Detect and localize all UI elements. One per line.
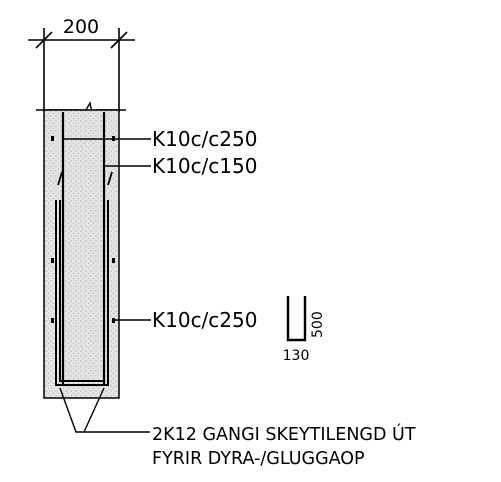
- leader-lines: [59, 138, 151, 433]
- label-rebar-top: K10c/c250: [152, 127, 257, 151]
- tie-hooks: [57, 171, 113, 186]
- label-rebar-lower: K10c/c250: [152, 308, 257, 332]
- label-rebar-bottom-line2: FYRIR DYRA-/GLUGGAOP: [152, 449, 365, 469]
- stirrup-shape-detail: [286, 296, 307, 342]
- label-rebar-bottom-line1: 2K12 GANGI SKEYTILENGD ÚT: [152, 423, 416, 445]
- stirrup-height-label: 500: [310, 311, 326, 338]
- stirrup-width-label: 130: [283, 348, 310, 364]
- dimension-width-label: 200: [63, 16, 99, 38]
- u-bar: [55, 200, 109, 386]
- dimension-line: [28, 28, 135, 112]
- label-rebar-upper: K10c/c150: [152, 154, 257, 178]
